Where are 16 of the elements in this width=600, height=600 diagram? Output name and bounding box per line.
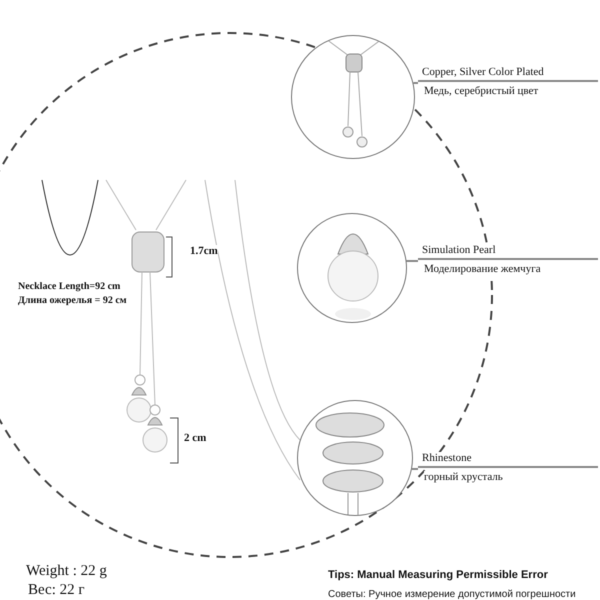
leader-line — [413, 82, 418, 84]
leader-line — [412, 468, 418, 470]
text-label: Длина ожерелья = 92 см — [18, 295, 127, 306]
callout-translation: горный хрусталь — [424, 471, 503, 483]
text-label: Tips: Manual Measuring Permissible Error — [328, 569, 548, 581]
callout-translation: Моделирование жемчуга — [424, 263, 541, 275]
callout-title: Copper, Silver Color Plated — [418, 66, 598, 82]
leader-line — [406, 260, 418, 262]
callout-title: Simulation Pearl — [418, 244, 598, 260]
text-label: Weight : 22 g — [26, 563, 107, 580]
text-label: 2 cm — [184, 432, 206, 444]
text-label: Necklace Length=92 cm — [18, 281, 120, 292]
text-label: Советы: Ручное измерение допустимой погрешности — [328, 589, 576, 600]
callout-translation: Медь, серебристый цвет — [424, 85, 538, 97]
callout-title: Rhinestone — [418, 452, 598, 468]
text-label: 1.7cm — [190, 245, 218, 257]
